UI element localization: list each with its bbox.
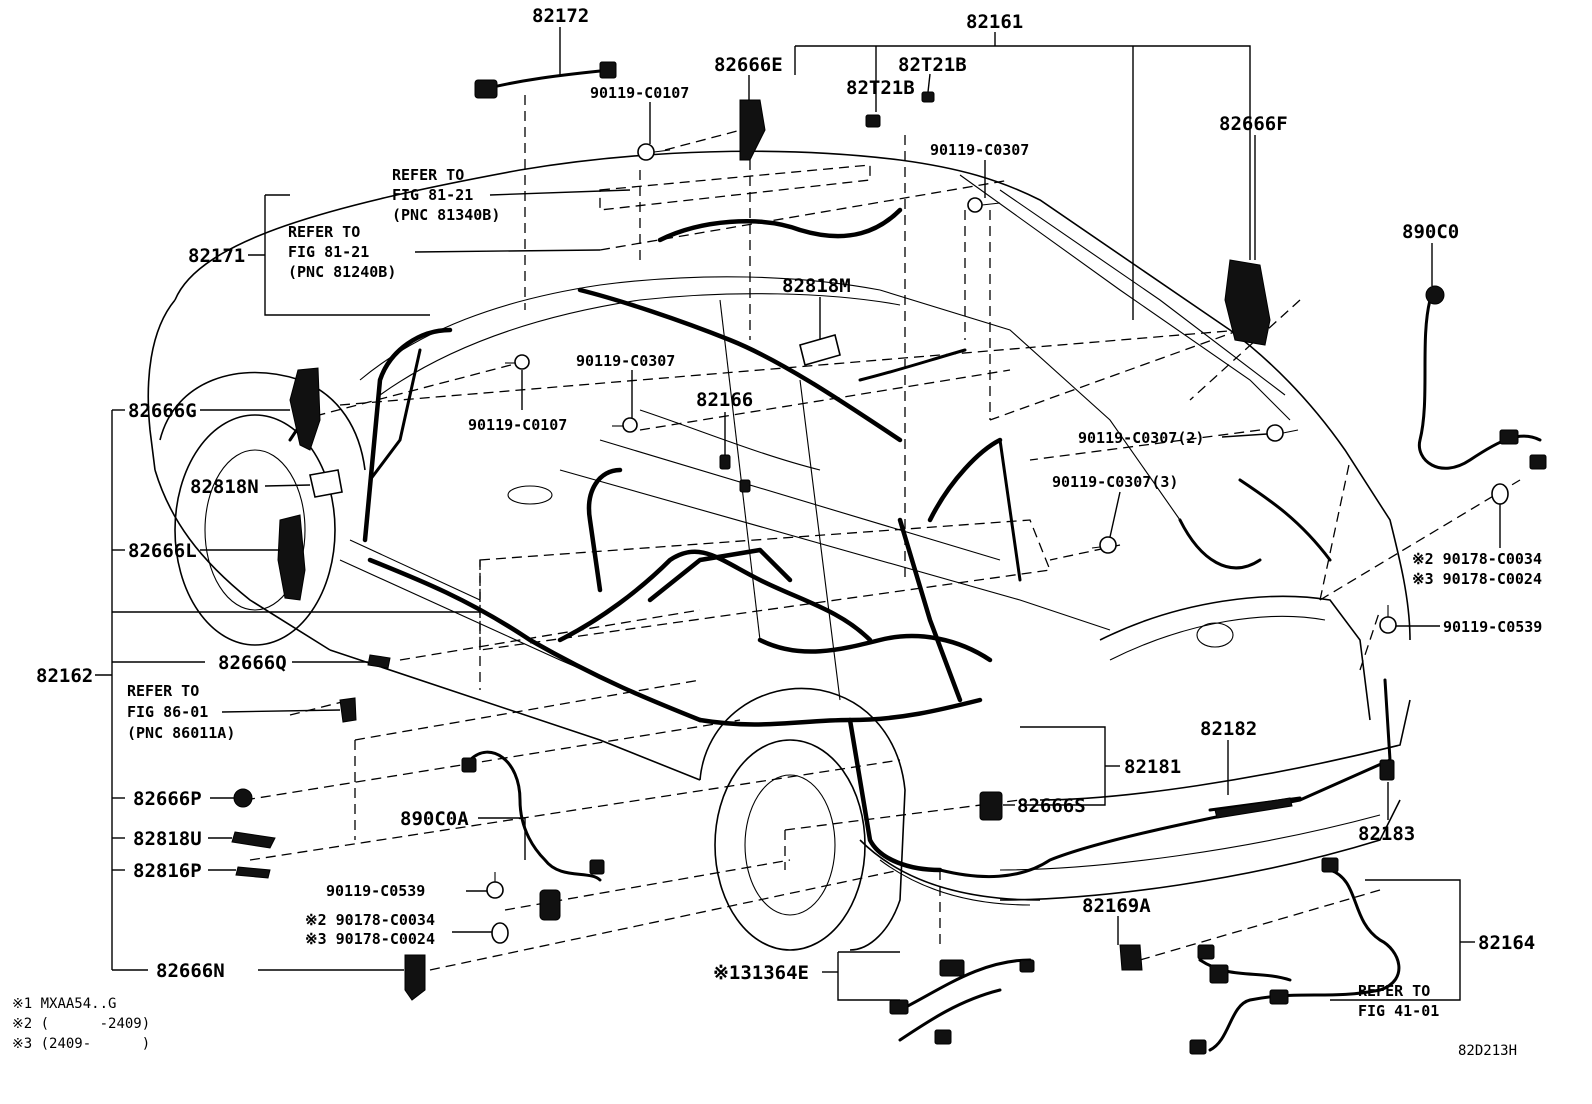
footnote-1: ※1 MXAA54..G — [12, 996, 116, 1012]
refer-41-01-line2: FIG 41-01 — [1358, 1002, 1439, 1020]
label-90119-C0539-right: 90119-C0539 — [1443, 618, 1542, 636]
label-82666L: 82666L — [128, 540, 197, 562]
label-82818U: 82818U — [133, 828, 202, 850]
refer-81340b-line2: FIG 81-21 — [392, 186, 473, 204]
label-82166: 82166 — [696, 389, 753, 411]
label-82183: 82183 — [1358, 823, 1415, 845]
component-glyphs — [231, 61, 1547, 1055]
label-82182: 82182 — [1200, 718, 1257, 740]
label-82T21B-upper: 82T21B — [898, 54, 967, 76]
label-90119-C0307-2: 90119-C0307(2) — [1078, 429, 1204, 447]
label-82171: 82171 — [188, 245, 245, 267]
label-890C0A: 890C0A — [400, 808, 469, 830]
label-82666G: 82666G — [128, 400, 197, 422]
footnote-2: ※2 ( -2409) — [12, 1016, 150, 1032]
part-number-labels: 82172 82161 82666E 82T21B 82T21B 90119-C… — [36, 5, 1542, 1020]
label-82162: 82162 — [36, 665, 93, 687]
refer-81240b-line2: FIG 81-21 — [288, 243, 369, 261]
label-82666P: 82666P — [133, 788, 202, 810]
label-leader-lines — [95, 27, 1501, 1001]
note3-90178-C0024-right: ※3 90178-C0024 — [1412, 570, 1542, 588]
label-90119-C0307-top: 90119-C0307 — [930, 141, 1029, 159]
label-82172: 82172 — [532, 5, 589, 27]
main-wiring-harness — [288, 68, 1542, 1052]
label-31364E: ※131364E — [713, 962, 809, 984]
label-82818M: 82818M — [782, 275, 851, 297]
label-90119-C0307-3: 90119-C0307(3) — [1052, 473, 1178, 491]
label-890C0: 890C0 — [1402, 221, 1459, 243]
refer-86011a-line2: FIG 86-01 — [127, 703, 208, 721]
note2-90178-C0034-left: ※2 90178-C0034 — [305, 911, 435, 929]
label-82816P: 82816P — [133, 860, 202, 882]
refer-81240b-line1: REFER TO — [288, 223, 360, 241]
refer-81240b-line3: (PNC 81240B) — [288, 263, 396, 281]
label-82164: 82164 — [1478, 932, 1535, 954]
label-82181: 82181 — [1124, 756, 1181, 778]
note3-90178-C0024-left: ※3 90178-C0024 — [305, 930, 435, 948]
figure-id: 82D213H — [1458, 1043, 1517, 1059]
label-90119-C0107-top: 90119-C0107 — [590, 84, 689, 102]
label-90119-C0539-left: 90119-C0539 — [326, 882, 425, 900]
label-82666F: 82666F — [1219, 113, 1288, 135]
footnotes: ※1 MXAA54..G ※2 ( -2409) ※3 (2409- ) 82D… — [12, 996, 1517, 1059]
label-82666N: 82666N — [156, 960, 225, 982]
label-82818N: 82818N — [190, 476, 259, 498]
label-90119-C0307-mid: 90119-C0307 — [576, 352, 675, 370]
footnote-3: ※3 (2409- ) — [12, 1036, 150, 1052]
label-82666E: 82666E — [714, 54, 783, 76]
refer-41-01-line1: REFER TO — [1358, 982, 1430, 1000]
refer-86011a-line1: REFER TO — [127, 682, 199, 700]
refer-81340b-line3: (PNC 81340B) — [392, 206, 500, 224]
label-82666S: 82666S — [1017, 795, 1086, 817]
label-90119-C0107-mid: 90119-C0107 — [468, 416, 567, 434]
refer-86011a-line3: (PNC 86011A) — [127, 724, 235, 742]
note2-90178-C0034-right: ※2 90178-C0034 — [1412, 550, 1542, 568]
label-82T21B-lower: 82T21B — [846, 77, 915, 99]
label-82666Q: 82666Q — [218, 652, 287, 674]
refer-81340b-line1: REFER TO — [392, 166, 464, 184]
label-82169A: 82169A — [1082, 895, 1151, 917]
label-82161: 82161 — [966, 11, 1023, 33]
